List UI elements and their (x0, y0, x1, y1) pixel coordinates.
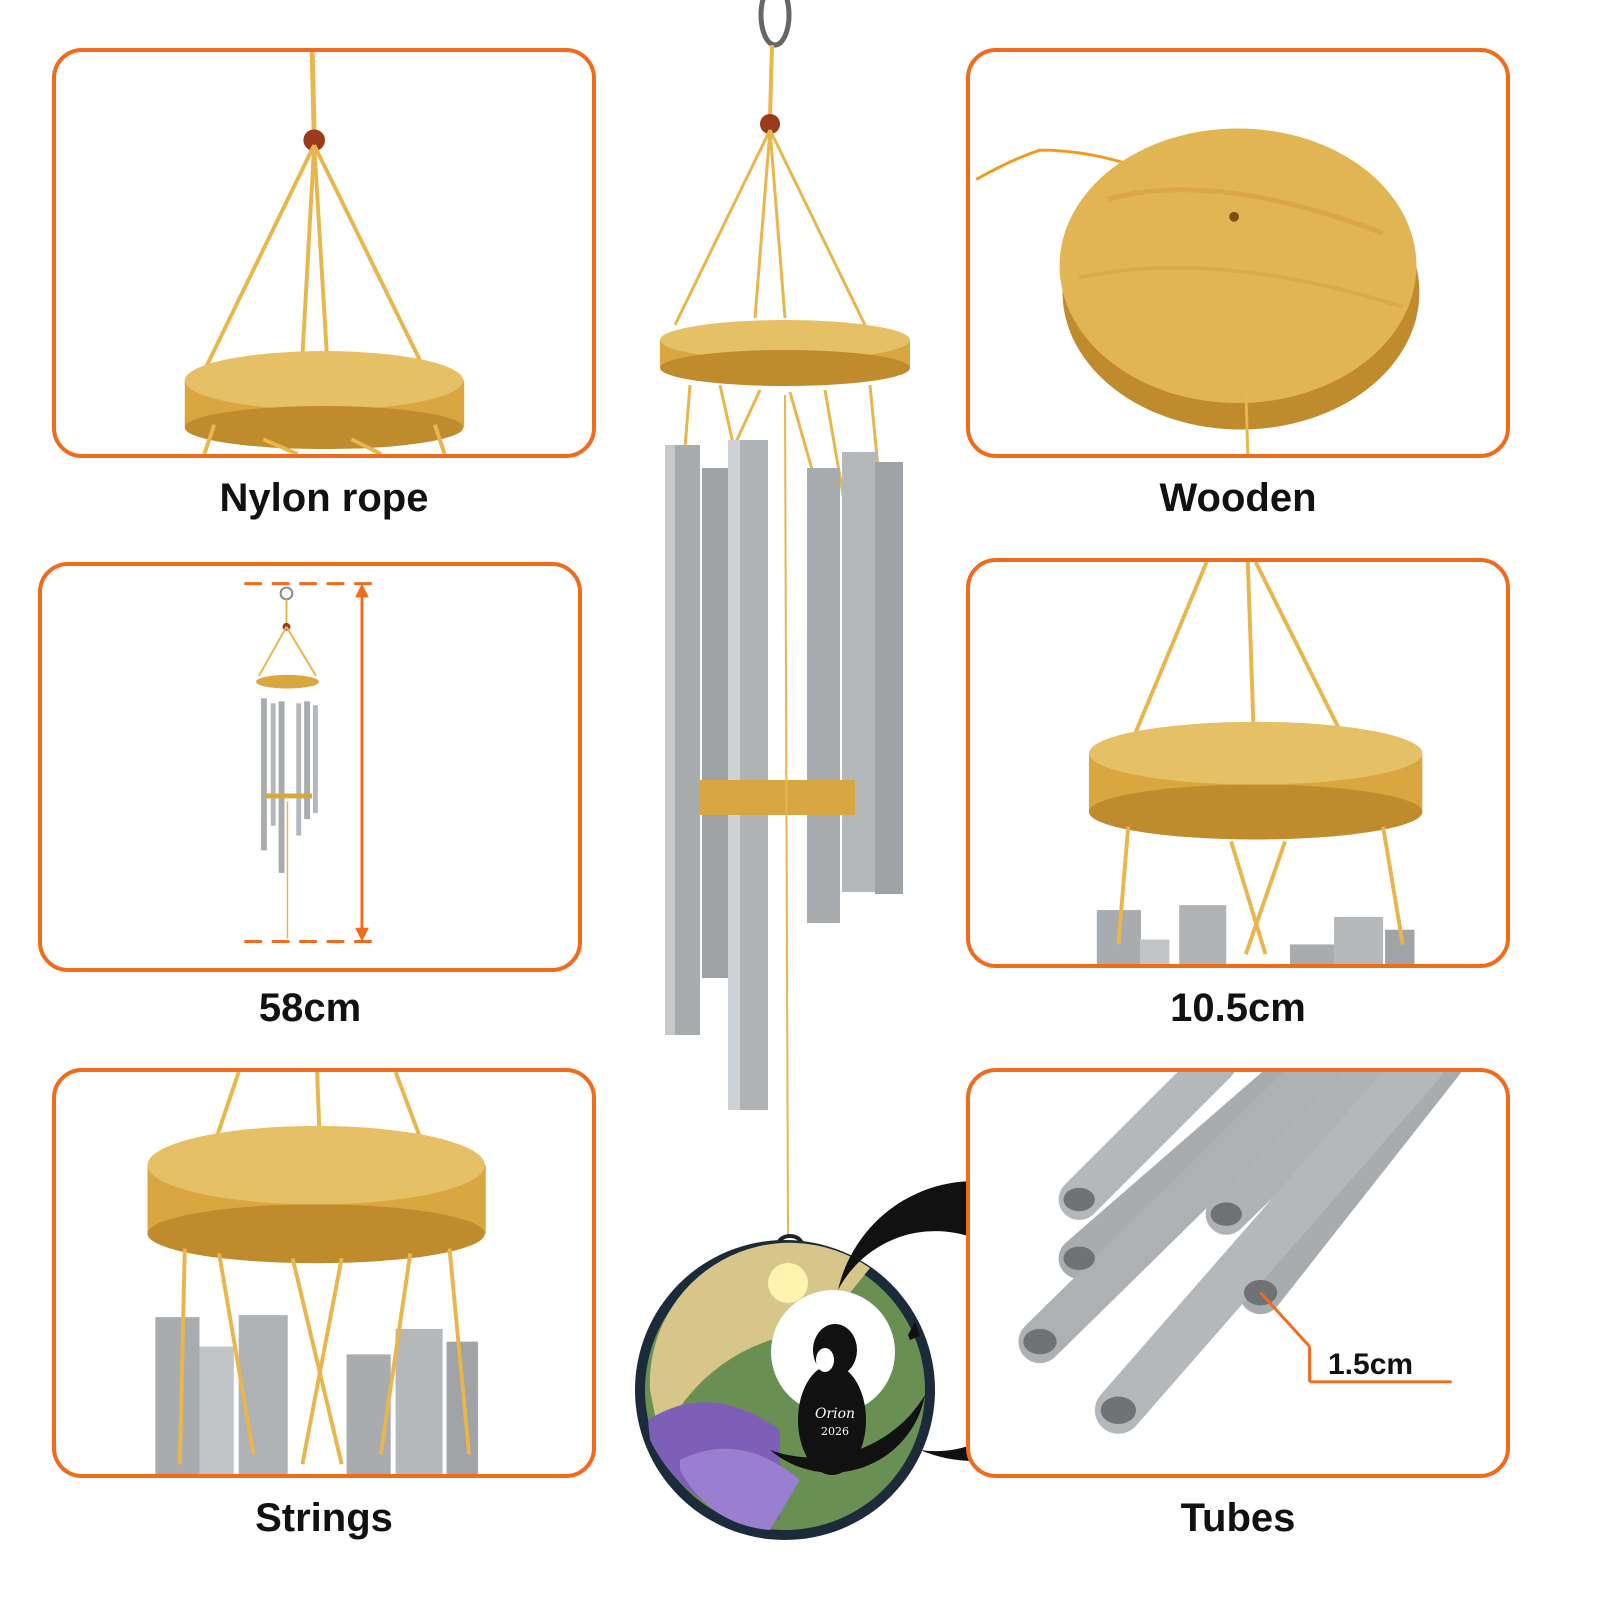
wooden-caption: Wooden (1159, 476, 1317, 520)
nylon-rope-panel (52, 48, 596, 458)
tube-diameter-label: 1.5cm (1328, 1348, 1414, 1381)
strings-panel (52, 1068, 596, 1478)
diameter-panel (966, 558, 1510, 968)
wind-chime-illustration: Orion 2026 (635, 0, 980, 1540)
wooden-panel (966, 48, 1510, 458)
tubes-panel: 1.5cm (966, 1068, 1510, 1478)
full-chime-measure-icon (244, 582, 372, 943)
rope-hanger-icon (184, 52, 465, 454)
pendant-year: 2026 (821, 1425, 849, 1438)
height-panel (38, 562, 582, 972)
strings-closeup-icon (147, 1072, 486, 1474)
tubes-caption: Tubes (1180, 1496, 1296, 1540)
wooden-disc-icon (975, 128, 1420, 454)
wood-top-diameter-icon (1088, 562, 1423, 964)
pendant-name: Orion (815, 1406, 855, 1422)
nylon-rope-caption: Nylon rope (219, 476, 429, 520)
diameter-caption: 10.5cm (1170, 986, 1306, 1030)
tubes-closeup-icon (1018, 1072, 1462, 1434)
strings-caption: Strings (255, 1496, 393, 1540)
height-caption: 58cm (258, 986, 362, 1030)
